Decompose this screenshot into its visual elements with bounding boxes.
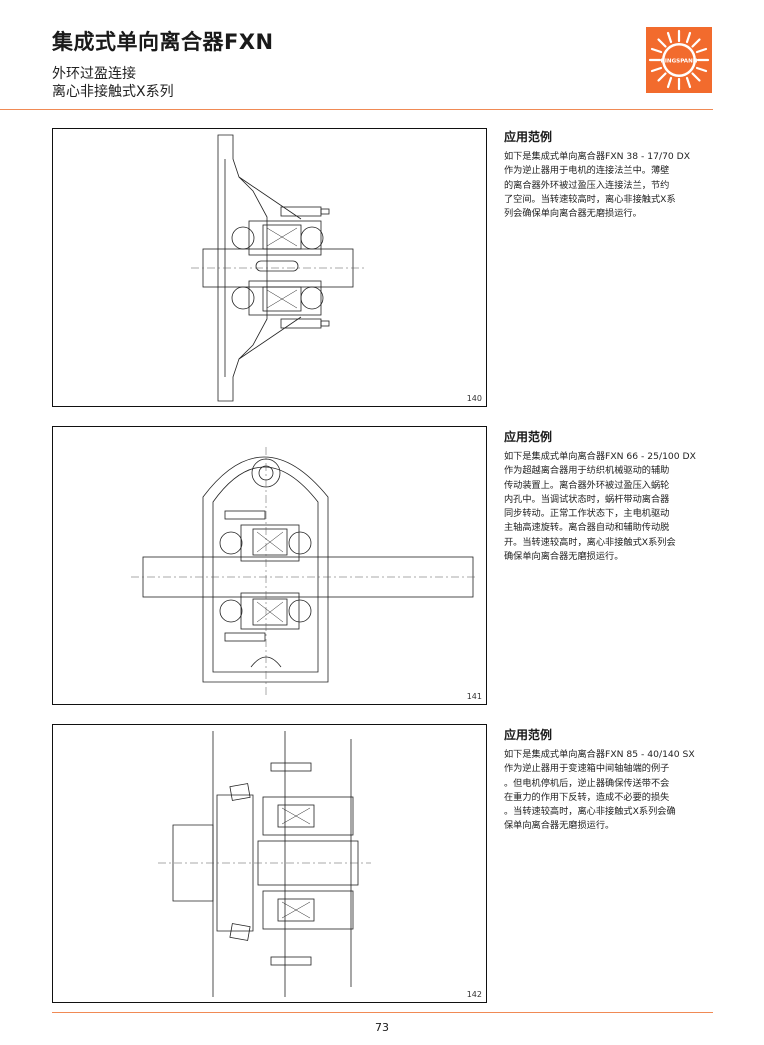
application-example-1: 应用范例 如下是集成式单向离合器FXN 38 - 17/70 DX 作为逆止器用… xyxy=(504,128,714,221)
page-number: 73 xyxy=(375,1021,389,1034)
ringspann-logo: RINGSPANN xyxy=(646,27,712,93)
page-subtitle-line1: 外环过盈连接 xyxy=(52,66,136,82)
logo-text: RINGSPANN xyxy=(661,59,698,65)
application-example-3: 应用范例 如下是集成式单向离合器FXN 85 - 40/140 SX 作为逆止器… xyxy=(504,726,714,834)
drawing-motor-flange-backstop: 140 xyxy=(52,128,487,407)
application-heading: 应用范例 xyxy=(504,430,553,444)
application-description: 如下是集成式单向离合器FXN 38 - 17/70 DX 作为逆止器用于电机的连… xyxy=(504,151,691,220)
header-divider xyxy=(0,109,713,110)
figure-number: 141 xyxy=(466,692,482,701)
page-subtitle-line2: 离心非接触式X系列 xyxy=(52,84,174,100)
application-heading: 应用范例 xyxy=(504,130,553,144)
footer-divider xyxy=(52,1012,713,1013)
page-title: 集成式单向离合器FXN xyxy=(52,30,274,54)
application-example-2: 应用范例 如下是集成式单向离合器FXN 66 - 25/100 DX 作为超越离… xyxy=(504,428,714,564)
drawing-gearbox-intermediate-shaft: 142 xyxy=(52,724,487,1003)
drawing-worm-gear-overrunning: 141 xyxy=(52,426,487,705)
figure-number: 140 xyxy=(466,394,482,403)
figure-number: 142 xyxy=(466,990,482,999)
application-heading: 应用范例 xyxy=(504,728,553,742)
application-description: 如下是集成式单向离合器FXN 66 - 25/100 DX 作为超越离合器用于纺… xyxy=(504,451,696,563)
application-description: 如下是集成式单向离合器FXN 85 - 40/140 SX 作为逆止器用于变速箱… xyxy=(504,749,695,832)
